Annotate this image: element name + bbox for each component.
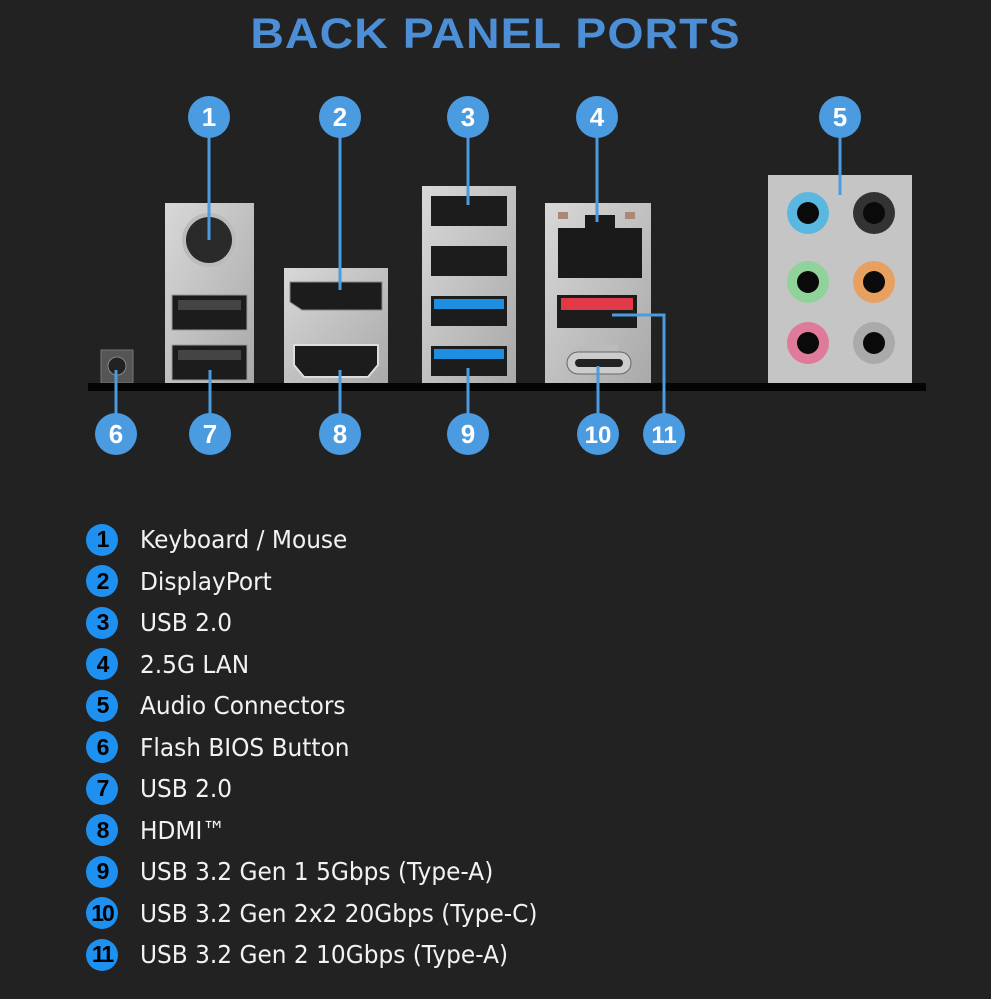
callout-5: 5 — [819, 96, 861, 138]
callout-number: 2 — [333, 102, 347, 132]
legend-label: USB 3.2 Gen 2x2 20Gbps (Type-C) — [140, 898, 538, 928]
callout-circle — [643, 413, 685, 455]
legend-item: 5 Audio Connectors — [86, 685, 567, 727]
callout-number: 7 — [203, 419, 217, 449]
callout-4: 4 — [576, 96, 618, 138]
legend-number-badge: 10 — [86, 897, 118, 930]
legend-number-badge: 11 — [86, 938, 118, 971]
legend-number-badge: 8 — [86, 814, 118, 847]
page-title: BACK PANEL PORTS — [250, 10, 741, 58]
displayport-hdmi-stack — [284, 268, 388, 383]
callout-7: 7 — [189, 413, 231, 455]
audio-jack-hole — [797, 271, 819, 293]
legend-item: 2 DisplayPort — [86, 561, 567, 603]
callout-number: 8 — [333, 419, 347, 449]
legend-number-badge: 3 — [86, 606, 118, 639]
audio-jack-hole — [863, 271, 885, 293]
callout-circle — [189, 413, 231, 455]
back-panel-diagram: 1 2 3 4 5 6 7 8 9 10 11 — [88, 96, 926, 455]
legend-label: HDMI™ — [140, 815, 226, 845]
legend-label: USB 3.2 Gen 1 5Gbps (Type-A) — [140, 857, 494, 887]
callout-circle — [819, 96, 861, 138]
legend-item: 4 2.5G LAN — [86, 644, 567, 686]
legend-item: 1 Keyboard / Mouse — [86, 519, 567, 561]
legend-number-badge: 2 — [86, 565, 118, 598]
legend-item: 7 USB 2.0 — [86, 768, 567, 810]
callout-circle — [319, 413, 361, 455]
callout-number: 6 — [109, 419, 123, 449]
callout-number: 10 — [585, 422, 612, 449]
callout-3: 3 — [447, 96, 489, 138]
legend-item: 6 Flash BIOS Button — [86, 727, 567, 769]
legend-label: USB 3.2 Gen 2 10Gbps (Type-A) — [140, 940, 509, 970]
callout-number: 9 — [461, 419, 475, 449]
legend-label: USB 2.0 — [140, 774, 233, 804]
legend-number-badge: 5 — [86, 689, 118, 722]
legend-label: 2.5G LAN — [140, 649, 250, 679]
callout-circle — [447, 413, 489, 455]
callout-6: 6 — [95, 413, 137, 455]
callout-9: 9 — [447, 413, 489, 455]
callout-number: 5 — [833, 102, 847, 132]
leader-line — [612, 313, 666, 414]
legend-item: 3 USB 2.0 — [86, 602, 567, 644]
legend-number-badge: 4 — [86, 648, 118, 681]
audio-jack-hole — [797, 332, 819, 354]
legend-item: 8 HDMI™ — [86, 810, 567, 852]
legend-label: Audio Connectors — [140, 691, 346, 721]
callout-10: 10 — [577, 413, 619, 455]
callout-11: 11 — [643, 413, 685, 455]
legend-number-badge: 7 — [86, 772, 118, 805]
callout-circle — [95, 413, 137, 455]
legend-number-badge: 6 — [86, 731, 118, 764]
callout-8: 8 — [319, 413, 361, 455]
legend-label: DisplayPort — [140, 566, 272, 596]
legend-label: Keyboard / Mouse — [140, 525, 348, 555]
legend-item: 11 USB 3.2 Gen 2 10Gbps (Type-A) — [86, 934, 567, 976]
callout-number: 3 — [461, 102, 475, 132]
legend-label: USB 2.0 — [140, 608, 233, 638]
callout-circle — [576, 96, 618, 138]
audio-jack-hole — [863, 332, 885, 354]
panel-baseline — [88, 383, 926, 391]
lan-usb-typec-stack — [545, 203, 651, 383]
legend-number-badge: 1 — [86, 523, 118, 556]
callout-2: 2 — [319, 96, 361, 138]
callout-circle — [447, 96, 489, 138]
callout-circle — [188, 96, 230, 138]
audio-jack-hole — [797, 202, 819, 224]
legend-label: Flash BIOS Button — [140, 732, 350, 762]
callout-circle — [577, 413, 619, 455]
callout-number: 1 — [202, 102, 216, 132]
callout-leader-lines — [114, 137, 842, 414]
callout-number: 4 — [590, 102, 605, 132]
audio-jack-hole — [863, 202, 885, 224]
callout-1: 1 — [188, 96, 230, 138]
legend-item: 10 USB 3.2 Gen 2x2 20Gbps (Type-C) — [86, 893, 567, 935]
callout-number: 11 — [651, 422, 676, 449]
callout-circle — [319, 96, 361, 138]
usb-port-stack — [422, 186, 516, 383]
audio-jacks — [787, 192, 895, 364]
callouts: 1 2 3 4 5 6 7 8 9 10 11 — [95, 96, 861, 455]
legend-number-badge: 9 — [86, 855, 118, 888]
legend-item: 9 USB 3.2 Gen 1 5Gbps (Type-A) — [86, 851, 567, 893]
